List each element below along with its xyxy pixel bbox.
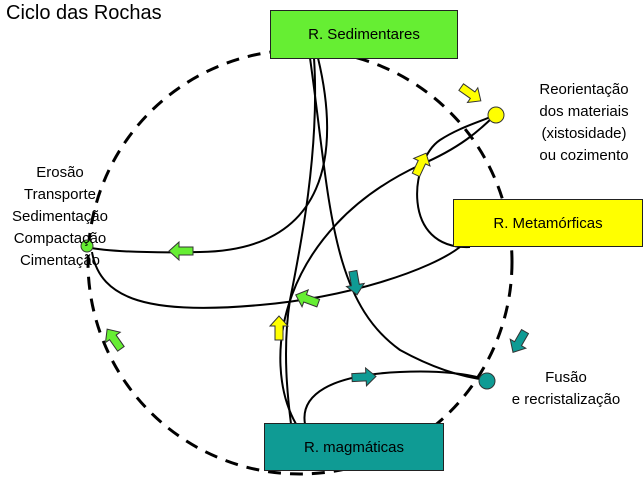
sedimentary-rocks-box: R. Sedimentares xyxy=(270,10,458,59)
metamorphic-rocks-label: R. Metamórficas xyxy=(493,214,603,232)
arrow-teal-mag-to-fusion xyxy=(351,366,377,388)
diagram-title: Ciclo das Rochas xyxy=(6,2,162,24)
process-line: Sedimentação xyxy=(12,208,108,225)
process-line: dos materiais xyxy=(539,103,629,120)
arrow-yellow-met-loop xyxy=(411,152,431,178)
sedimentary-rocks-label: R. Sedimentares xyxy=(308,26,420,43)
process-line: Reorientação xyxy=(539,81,629,98)
curve-mag-to-reor xyxy=(279,114,496,425)
arrow-teal-circle-right xyxy=(509,328,530,354)
arrow-yellow-mag-up xyxy=(268,315,290,341)
arrow-yellow-circle-topright xyxy=(458,83,482,104)
arrow-green-erosion xyxy=(168,240,194,262)
arrow-green-met-to-erosion xyxy=(295,288,321,308)
reorientation-node xyxy=(487,106,505,124)
process-line: (xistosidade) xyxy=(541,125,627,142)
reorientation-process-label: Reorientação dos materiais (xistosidade)… xyxy=(524,79,644,167)
process-line: Fusão xyxy=(545,369,587,386)
process-line: Cimentação xyxy=(19,252,101,269)
process-line: Compactação xyxy=(13,230,107,247)
metamorphic-rocks-box: R. Metamórficas xyxy=(453,199,643,247)
fusion-process-label: Fusão e recristalização xyxy=(496,367,636,411)
curve-sed-to-erosion xyxy=(85,57,329,254)
fusion-node xyxy=(478,372,496,390)
arrow-teal-sed-down xyxy=(345,269,366,296)
cycle-circle xyxy=(86,48,514,476)
curve-sed-down-to-mag xyxy=(285,57,317,425)
process-line: e recristalização xyxy=(511,391,621,408)
process-line: Transporte xyxy=(24,186,96,203)
erosion-process-label: Erosão Transporte Sedimentação Compactaç… xyxy=(0,162,120,272)
curve-mag-to-fusion xyxy=(303,370,488,425)
magmatic-rocks-box: R. magmáticas xyxy=(264,423,444,471)
erosion-node xyxy=(80,239,94,253)
process-line: ou cozimento xyxy=(539,147,629,164)
curve-erosion-to-met xyxy=(91,246,461,309)
process-line: Erosão xyxy=(36,164,84,181)
arrow-green-circle-left xyxy=(104,328,125,352)
magmatic-rocks-label: R. magmáticas xyxy=(303,438,405,456)
